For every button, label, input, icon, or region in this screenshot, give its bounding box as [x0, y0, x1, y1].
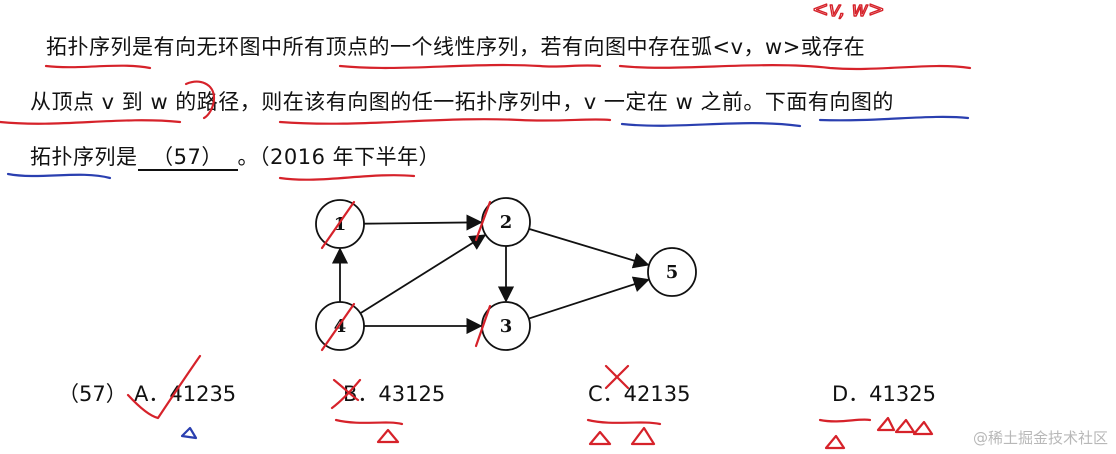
underline-3 [618, 64, 972, 71]
node-label-5: 5 [666, 262, 679, 283]
question-number-label: （57） [58, 382, 127, 406]
option-b: B．43125 [343, 382, 446, 406]
node-label-3: 3 [500, 316, 513, 337]
underline-6 [620, 122, 802, 128]
top-note: <v, w> [812, 0, 885, 21]
question-line-3: 拓扑序列是（57）。（2016 年下半年） [30, 142, 440, 172]
triangle-b [376, 428, 400, 444]
underline-b [334, 418, 404, 426]
strike-node-4 [320, 302, 356, 352]
watermark: @稀土掘金技术社区 [972, 429, 1108, 447]
question-line-2: 从顶点 v 到 w 的路径，则在该有向图的任一拓扑序列中，v 一定在 w 之前。… [30, 90, 894, 114]
triangle-a [180, 426, 198, 440]
graph-edges [331, 214, 650, 335]
question-line-3-prefix: 拓扑序列是 [30, 145, 138, 169]
underline-7 [818, 115, 970, 122]
answer-blank: （57） [137, 145, 238, 171]
option-c: C．42135 [588, 382, 691, 406]
node-circle-5 [647, 247, 697, 297]
edge-1-2 [363, 214, 483, 231]
underline-2 [338, 63, 602, 70]
edge-3-5 [528, 276, 650, 320]
edge-2-5 [528, 228, 650, 269]
underline-9 [278, 174, 416, 181]
option-a: A．41235 [134, 382, 237, 406]
strike-node-1 [320, 200, 356, 250]
underline-c [586, 418, 662, 426]
edge-4-2 [359, 234, 487, 315]
node-5: 5 [647, 247, 697, 297]
question-line-3-suffix: 。（2016 年下半年） [237, 145, 441, 169]
question-line-1: 拓扑序列是有向无环图中所有顶点的一个线性序列，若有向图中存在弧<v，w>或存在 [46, 35, 866, 59]
strike-node-3 [474, 304, 492, 348]
underline-1 [44, 64, 152, 70]
triangles-d [824, 416, 934, 450]
node-label-2: 2 [500, 212, 513, 233]
underline-5 [278, 118, 612, 125]
underline-4 [0, 119, 182, 125]
underline-8 [6, 172, 112, 180]
strike-node-2 [474, 200, 492, 242]
option-d: D．41325 [832, 382, 936, 406]
triangles-c [588, 426, 656, 446]
underline-d [818, 418, 872, 423]
